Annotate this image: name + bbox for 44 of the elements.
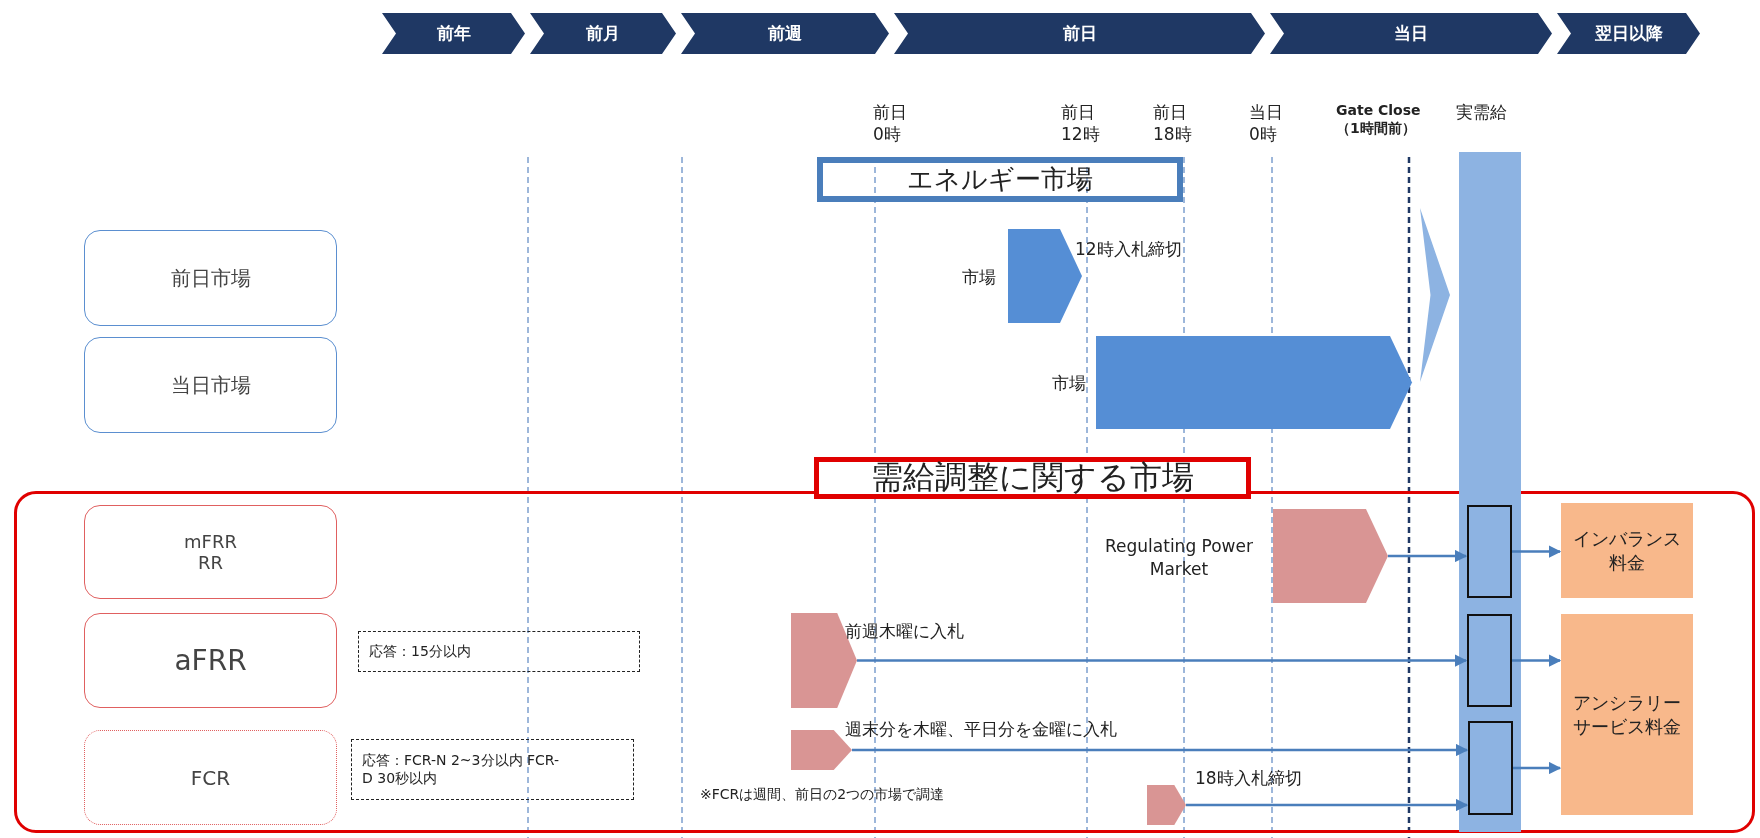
arrow: [857, 654, 1468, 667]
period-header: 前日: [894, 13, 1265, 54]
charge-box: インバランス料金: [1561, 503, 1693, 598]
charge-box: アンシラリーサービス料金: [1561, 614, 1693, 815]
market-caption: 前週木曜に入札: [845, 620, 964, 643]
period-header: 前月: [530, 13, 676, 54]
market-caption: 市場: [1052, 372, 1086, 395]
market-box: 当日市場: [84, 337, 337, 433]
market-box: エネルギー市場: [817, 157, 1183, 202]
time-label: 当日 0時: [1249, 101, 1284, 146]
period-header: 前週: [681, 13, 889, 54]
arrow: [1513, 761, 1562, 775]
market-box: aFRR: [84, 613, 337, 708]
market-caption: Regulating Power Market: [1104, 535, 1254, 581]
market-caption: 市場: [962, 266, 996, 289]
market-pentagon: [1273, 509, 1388, 603]
arrow: [1388, 549, 1468, 563]
time-label: Gate Close （1時間前）: [1336, 101, 1422, 138]
market-caption: 18時入札締切: [1195, 767, 1302, 790]
settlement-box: [1467, 505, 1512, 598]
market-caption: 12時入札締切: [1075, 238, 1182, 261]
period-header: 前年: [382, 13, 525, 54]
time-label: 前日 0時: [873, 101, 908, 146]
settlement-box: [1468, 721, 1513, 815]
market-box: mFRR RR: [84, 505, 337, 599]
period-header: 当日: [1270, 13, 1552, 54]
arrow: [1186, 798, 1469, 812]
market-pentagon: [1420, 208, 1450, 382]
market-pentagon: [1147, 785, 1186, 825]
note-box: 応答：FCR-N 2~3分以内 FCR-D 30秒以内: [351, 739, 634, 800]
arrow: [852, 743, 1469, 757]
time-label: 前日 18時: [1153, 101, 1193, 146]
market-caption: 週末分を木曜、平日分を金曜に入札: [845, 718, 1117, 741]
arrow: [1512, 545, 1562, 558]
time-label: 前日 12時: [1061, 101, 1101, 146]
market-pentagon: [1096, 336, 1412, 429]
footnote: ※FCRは週間、前日の2つの市場で調達: [700, 785, 945, 804]
settlement-box: [1467, 614, 1512, 707]
market-box: 前日市場: [84, 230, 337, 326]
time-label: 実需給: [1456, 101, 1507, 124]
period-header: 翌日以降: [1557, 13, 1700, 54]
arrow: [1512, 654, 1562, 667]
note-box: 応答：15分以内: [358, 631, 640, 672]
group-heading: 需給調整に関する市場: [814, 457, 1251, 499]
